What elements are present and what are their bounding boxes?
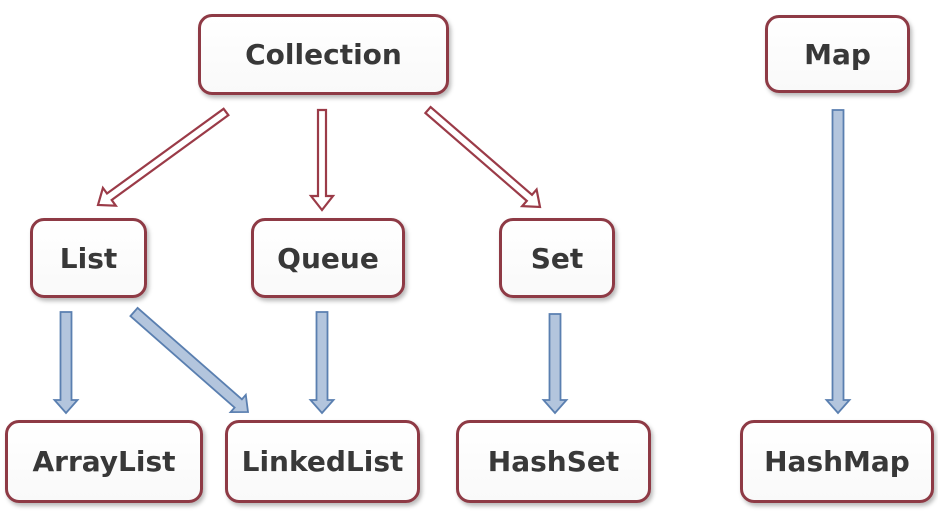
node-list: List [30, 218, 147, 298]
node-collection: Collection [198, 14, 449, 95]
arrow-map-to-hashmap [824, 109, 852, 415]
arrow-list-to-linkedlist [129, 306, 250, 414]
arrow-collection-to-list [96, 107, 230, 207]
arrow-collection-to-set [423, 105, 542, 209]
arrow-list-to-arraylist [52, 311, 80, 415]
node-set: Set [499, 218, 615, 298]
node-queue: Queue [251, 218, 405, 298]
node-hashmap: HashMap [740, 420, 934, 503]
arrow-set-to-hashset [541, 313, 569, 415]
node-arraylist: ArrayList [5, 420, 203, 503]
node-map: Map [765, 15, 910, 93]
arrow-queue-to-linkedlist [308, 311, 336, 415]
arrow-collection-to-queue [308, 108, 336, 212]
node-linkedlist: LinkedList [225, 420, 420, 503]
node-hashset: HashSet [456, 420, 651, 503]
